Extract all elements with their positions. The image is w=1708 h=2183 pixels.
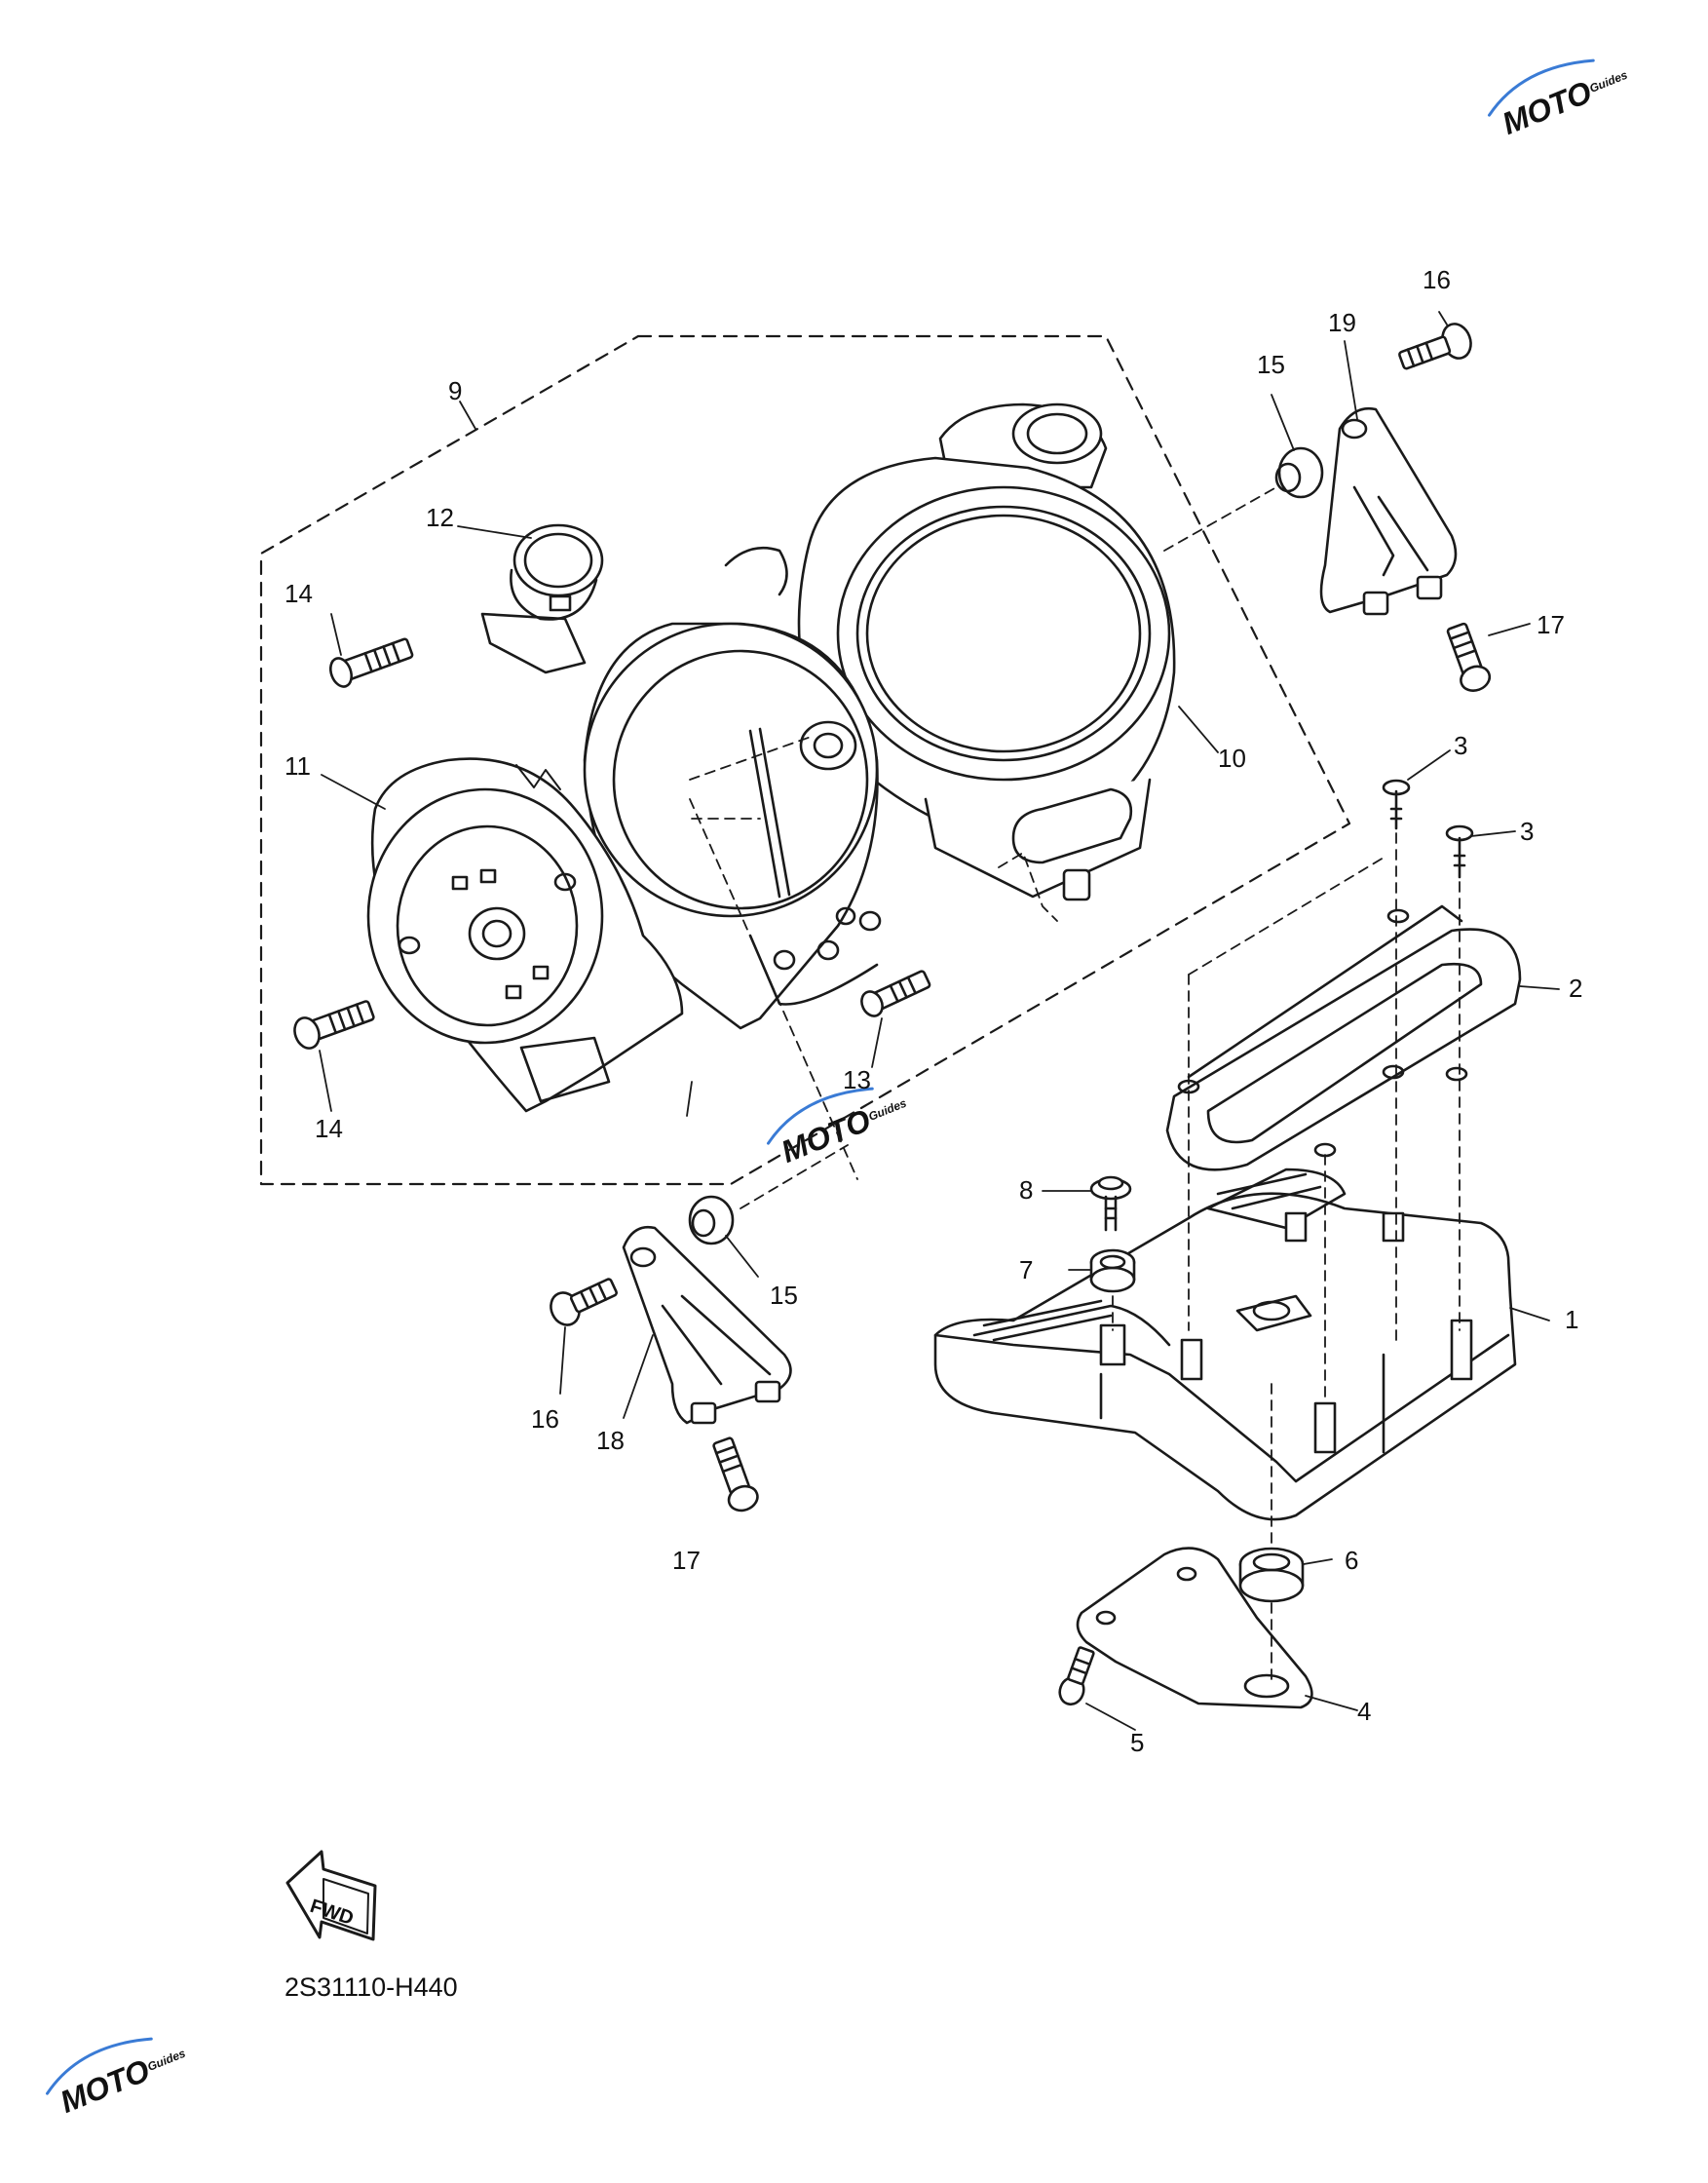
part-11-meter-cover xyxy=(366,757,684,1113)
callout-2: 2 xyxy=(1569,974,1582,1003)
callout-15b: 15 xyxy=(770,1281,798,1310)
callout-1: 1 xyxy=(1565,1305,1578,1334)
watermark-brand: MOTO xyxy=(56,2052,155,2120)
watermark-bottom-left: MOTO Guides xyxy=(45,2037,188,2120)
callout-15a: 15 xyxy=(1257,350,1285,379)
part-14-screw-lower xyxy=(293,1000,375,1050)
callout-9: 9 xyxy=(448,376,462,405)
part-8-screw xyxy=(1089,1175,1132,1232)
part-3-screw-left xyxy=(1382,779,1411,830)
part-3-screw-right xyxy=(1445,824,1474,879)
callout-14b: 14 xyxy=(315,1114,343,1143)
callout-3a: 3 xyxy=(1454,731,1467,760)
callout-13: 13 xyxy=(843,1065,871,1094)
leader-lines xyxy=(319,311,1560,1731)
callout-7: 7 xyxy=(1019,1255,1033,1284)
callout-14a: 14 xyxy=(285,579,313,608)
part-16-bolt-lower xyxy=(550,1278,618,1326)
watermark-top-right: MOTO Guides xyxy=(1487,58,1630,141)
watermark-sub: Guides xyxy=(866,1096,908,1124)
part-7-collar xyxy=(1089,1248,1136,1293)
watermark-sub: Guides xyxy=(1587,68,1629,96)
part-18-bracket xyxy=(622,1225,792,1425)
callout-labels: 1 2 3 3 4 5 6 7 8 9 10 11 12 13 14 14 15… xyxy=(285,265,1582,1757)
part-6-grommet xyxy=(1238,1547,1305,1603)
callout-17b: 17 xyxy=(672,1546,701,1575)
callout-16b: 16 xyxy=(531,1404,559,1434)
callout-16a: 16 xyxy=(1423,265,1451,294)
part-13-screw xyxy=(860,970,931,1017)
watermark-brand: MOTO xyxy=(777,1102,876,1169)
callout-18: 18 xyxy=(596,1426,625,1455)
part-12-light-socket xyxy=(480,523,604,674)
callout-10: 10 xyxy=(1218,744,1246,773)
callout-4: 4 xyxy=(1357,1697,1371,1726)
callout-12: 12 xyxy=(426,503,454,532)
watermark-center: MOTO Guides xyxy=(766,1087,909,1169)
part-5-screw xyxy=(1058,1646,1095,1706)
callout-11: 11 xyxy=(285,751,311,781)
watermark-sub: Guides xyxy=(145,2047,187,2074)
part-4-bracket xyxy=(1076,1547,1313,1709)
part-1-meter-holder xyxy=(933,1168,1517,1521)
part-17-bolt-upper xyxy=(1446,622,1492,692)
callout-8: 8 xyxy=(1019,1175,1033,1205)
part-15-grommet-upper xyxy=(1274,446,1324,499)
callout-17a: 17 xyxy=(1537,610,1565,639)
part-16-bolt-upper xyxy=(1398,323,1472,370)
part-19-bracket xyxy=(1319,406,1458,616)
part-2-damper xyxy=(1165,904,1522,1171)
part-14-screw-upper xyxy=(328,637,414,688)
watermark-brand: MOTO xyxy=(1498,74,1597,141)
assembly-lines xyxy=(689,486,1461,1687)
part-15-grommet-lower xyxy=(688,1195,735,1245)
drawing-code: 2S31110-H440 xyxy=(285,1972,458,2002)
callout-19: 19 xyxy=(1328,308,1356,337)
part-17-bolt-lower xyxy=(712,1436,759,1513)
part-9-meter-body xyxy=(583,546,882,1030)
callout-6: 6 xyxy=(1345,1546,1358,1575)
callout-3b: 3 xyxy=(1520,817,1534,846)
callout-5: 5 xyxy=(1130,1728,1144,1757)
fwd-arrow: FWD xyxy=(285,1850,377,1941)
meter-assembly-outline xyxy=(259,334,1351,1186)
